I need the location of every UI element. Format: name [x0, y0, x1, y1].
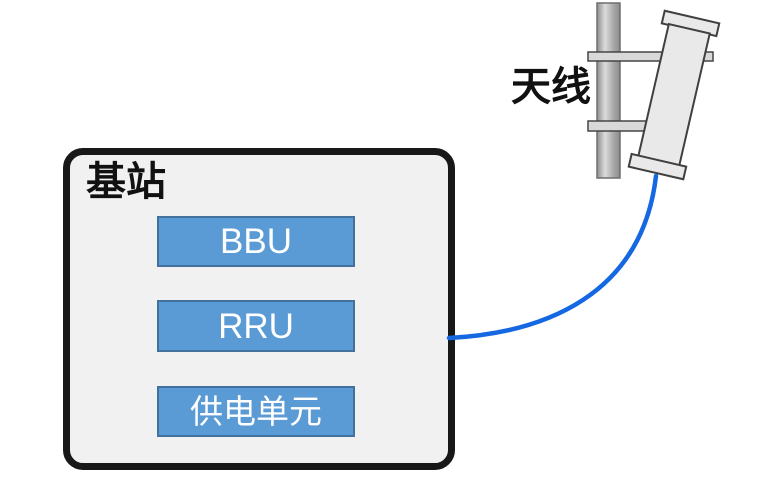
mast-pole — [596, 2, 621, 179]
station-label: 基站 — [86, 160, 166, 204]
unit-rru-label: RRU — [218, 306, 294, 346]
unit-power-supply: 供电单元 — [157, 386, 355, 437]
mast-bracket-top — [587, 51, 714, 62]
antenna-panel — [637, 22, 711, 168]
antenna-panel-group — [627, 9, 721, 181]
unit-rru: RRU — [157, 300, 355, 352]
feeder-cable — [446, 173, 659, 341]
antenna-cap-bottom — [627, 152, 688, 181]
mast-bracket-bottom — [587, 120, 649, 132]
unit-bbu: BBU — [157, 216, 355, 267]
unit-bbu-label: BBU — [220, 222, 292, 261]
unit-power-supply-label: 供电单元 — [190, 393, 322, 430]
antenna-label: 天线 — [511, 65, 591, 109]
